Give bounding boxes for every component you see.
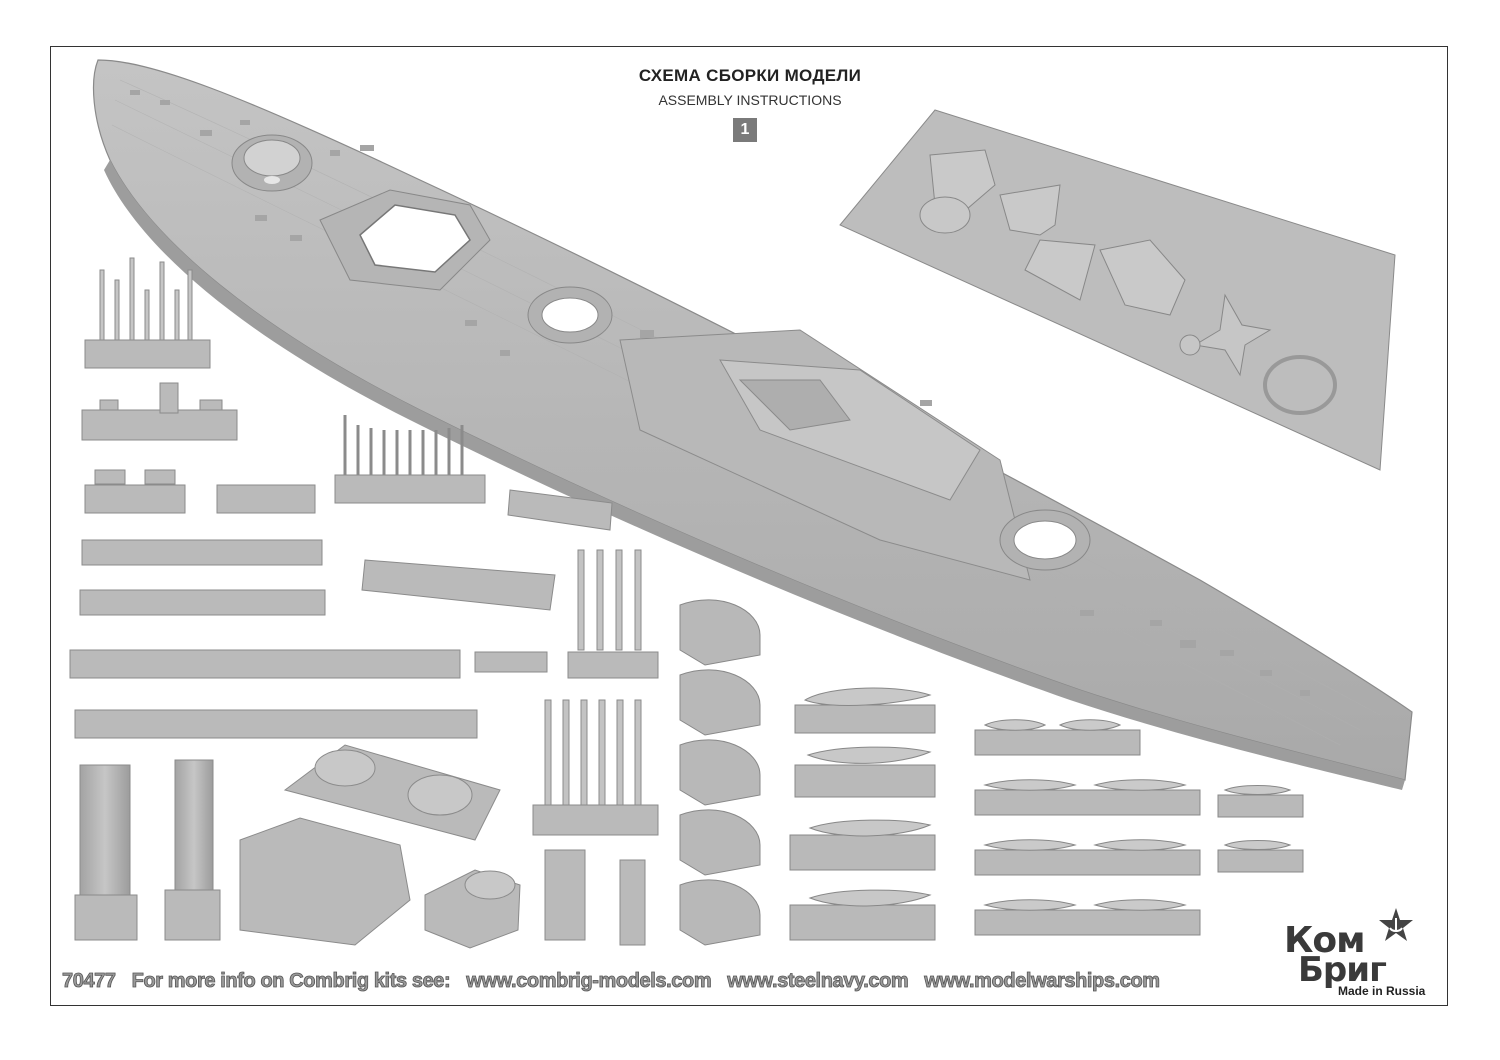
step-number-badge: 1	[733, 118, 757, 142]
link-steelnavy[interactable]: www.steelnavy.com	[727, 969, 909, 992]
central-deckhouse	[619, 329, 1031, 581]
barbette-forward	[231, 134, 313, 192]
logo-line-1: Ком	[1284, 920, 1366, 961]
page-title: СХЕМА СБОРКИ МОДЕЛИ	[638, 66, 862, 85]
info-text: For more info on Combrig kits see:	[131, 969, 451, 992]
kit-number: 70477	[62, 969, 117, 992]
link-modelwarships[interactable]: www.modelwarships.com	[924, 969, 1161, 992]
ship-boats-sprues	[789, 687, 1304, 941]
link-combrig[interactable]: www.combrig-models.com	[466, 969, 712, 992]
ship-hull	[92, 59, 1413, 790]
made-in-label: Made in Russia	[1338, 984, 1426, 998]
barbette-aft	[999, 509, 1091, 571]
logo-line-2: Бриг	[1298, 950, 1387, 990]
combrig-logo: Ком Бриг Made in Russia	[1280, 908, 1450, 1002]
hexagonal-superstructure-well	[319, 189, 491, 291]
gun-turrets	[679, 599, 761, 946]
sprue-plate-bridge-decks	[839, 109, 1396, 471]
small-parts-sprues	[69, 257, 659, 949]
footer-info-bar: 70477 For more info on Combrig kits see:…	[62, 968, 1161, 994]
star-anchor-icon	[1379, 908, 1413, 941]
page-subtitle: ASSEMBLY INSTRUCTIONS	[658, 92, 842, 108]
barbette-middle	[527, 286, 613, 344]
